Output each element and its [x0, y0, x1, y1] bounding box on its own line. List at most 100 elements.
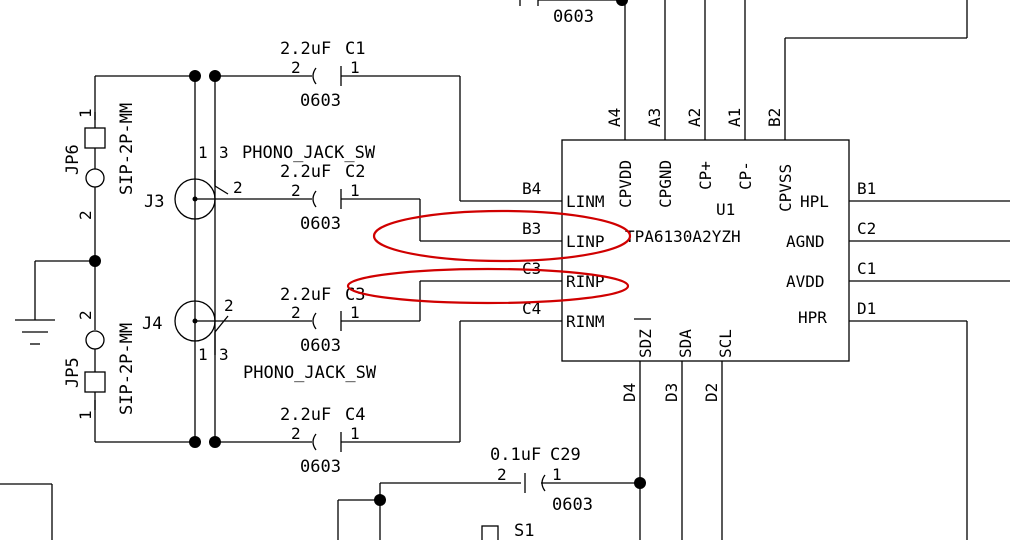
phono-jack-j4: J4 PHONO_JACK_SW 2 1 3: [142, 296, 377, 383]
ic-pin-agnd: C2 AGND: [786, 219, 1010, 251]
jack-pin1: 1: [198, 143, 208, 162]
capacitor-c1: 2.2uF C1 2 1 0603: [215, 39, 461, 201]
switch-s1: S1: [481, 521, 534, 540]
ic-pin-cp-plus: A2 CP+: [685, 0, 715, 190]
ic-pin-name: HPR: [798, 308, 827, 327]
cap-package: 0603: [300, 336, 341, 356]
ic-pin-ball: C1: [857, 259, 876, 278]
ic-pin-ball: C2: [857, 219, 876, 238]
ic-pin-ball: A4: [605, 108, 624, 127]
cap-value: 0.1uF: [490, 445, 541, 465]
header-jp6: JP6 SIP-2P-MM 1 2: [63, 103, 137, 220]
ic-pin-name: AGND: [786, 232, 825, 251]
ic-pin-name: CPVDD: [616, 160, 635, 208]
jack-type: PHONO_JACK_SW: [242, 143, 376, 163]
ic-pin-name: CP-: [736, 161, 755, 190]
switch-ref: S1: [514, 521, 534, 540]
ic-pin-name: CPGND: [656, 160, 675, 208]
cap-ref: C29: [550, 445, 581, 465]
ic-pin-ball: D2: [702, 383, 721, 402]
header-ref: JP5: [63, 357, 83, 388]
ic-pin-ball: B4: [522, 179, 541, 198]
cap-pin2: 2: [291, 424, 301, 443]
jack-type: PHONO_JACK_SW: [243, 363, 377, 383]
cap-pin1: 1: [552, 465, 562, 484]
jack-pin3: 3: [219, 345, 229, 364]
ic-ref: U1: [716, 200, 735, 219]
top-cap-package: 0603: [553, 7, 594, 27]
ic-pin-ball: D3: [662, 383, 681, 402]
cap-pin1: 1: [350, 303, 360, 322]
ic-pin-linp: B3 LINP: [420, 219, 605, 251]
ic-pin-ball: C4: [522, 299, 541, 318]
ic-pin-ball: A3: [645, 108, 664, 127]
cap-ref: C4: [345, 405, 365, 425]
cap-package: 0603: [300, 457, 341, 477]
header-ref: JP6: [63, 144, 83, 175]
ic-pin-hpl: B1 HPL: [800, 179, 1010, 211]
header-type: SIP-2P-MM: [117, 323, 137, 415]
ic-pin-ball: D1: [857, 299, 876, 318]
jack-ref: J4: [142, 314, 162, 334]
top-capacitor-fragment: 0603: [519, 0, 628, 27]
cap-pin1: 1: [350, 424, 360, 443]
jack-pin2: 2: [233, 178, 243, 197]
cap-ref: C2: [345, 162, 365, 182]
cap-value: 2.2uF: [280, 162, 331, 182]
phono-jack-j3: J3 PHONO_JACK_SW 1 3 2: [144, 143, 376, 220]
ic-pin-cpvdd: A4 CPVDD: [605, 0, 635, 208]
capacitor-c29: 0.1uF C29 2 1 0603: [337, 445, 646, 540]
header-pin2: 2: [76, 310, 95, 320]
highlight-ellipse-rinp: [346, 267, 630, 305]
cap-package: 0603: [300, 214, 341, 234]
ic-pin-sdz: SDZ D4: [620, 318, 655, 540]
highlight-ellipse-linp: [372, 209, 632, 263]
ic-pin-ball: B2: [765, 108, 784, 127]
cap-ref: C1: [345, 39, 365, 59]
highlight-annotations: [346, 209, 632, 305]
header-pin1: 1: [76, 108, 95, 118]
header-pin2: 2: [76, 210, 95, 220]
ic-pin-name: RINM: [566, 312, 605, 331]
cap-pin2: 2: [291, 181, 301, 200]
ic-pin-name: CP+: [696, 161, 715, 190]
capacitor-c4: 2.2uF C4 2 1 0603: [215, 321, 461, 477]
cap-value: 2.2uF: [280, 285, 331, 305]
cap-value: 2.2uF: [280, 405, 331, 425]
header-jp5: JP5 SIP-2P-MM 2 1: [63, 310, 137, 420]
ic-pin-sda: SDA D3: [662, 329, 695, 540]
ic-pin-ball: A2: [685, 108, 704, 127]
ic-pin-name: SDZ: [636, 329, 655, 358]
jack-pin1: 1: [198, 345, 208, 364]
cap-value: 2.2uF: [280, 39, 331, 59]
ic-pin-scl: SCL D2: [702, 329, 735, 540]
ic-pin-name: RINP: [566, 272, 605, 291]
ic-pin-name: SCL: [716, 329, 735, 358]
cap-pin1: 1: [350, 181, 360, 200]
ic-pin-rinp: C3 RINP: [420, 259, 605, 291]
cap-pin2: 2: [291, 303, 301, 322]
ic-pin-hpr: D1 HPR: [798, 299, 968, 540]
ic-pin-rinm: C4 RINM: [460, 299, 605, 331]
ic-u1: U1 TPA6130A2YZH B4 LINM B3 LINP C3 RINP …: [420, 0, 1010, 540]
bottom-left-fragment: [0, 483, 53, 540]
ic-pin-avdd: C1 AVDD: [786, 259, 1010, 291]
cap-pin2: 2: [291, 58, 301, 77]
ic-pin-ball: B1: [857, 179, 876, 198]
jack-pin2: 2: [224, 296, 234, 315]
capacitor-c3: 2.2uF C3 2 1 0603: [195, 281, 421, 356]
header-type: SIP-2P-MM: [117, 103, 137, 195]
ic-pin-ball: D4: [620, 383, 639, 402]
ic-pin-name: AVDD: [786, 272, 825, 291]
jack-pin3: 3: [219, 143, 229, 162]
ic-pin-name: SDA: [676, 329, 695, 358]
ic-pin-ball: C3: [522, 259, 541, 278]
ic-pin-name: HPL: [800, 192, 829, 211]
ic-pin-name: CPVSS: [776, 164, 795, 212]
ic-pin-ball: B3: [522, 219, 541, 238]
ic-pin-linm: B4 LINM: [460, 179, 605, 211]
ic-pin-cpgnd: A3 CPGND: [645, 0, 675, 208]
jack-ref: J3: [144, 192, 164, 212]
ic-pin-ball: A1: [725, 108, 744, 127]
